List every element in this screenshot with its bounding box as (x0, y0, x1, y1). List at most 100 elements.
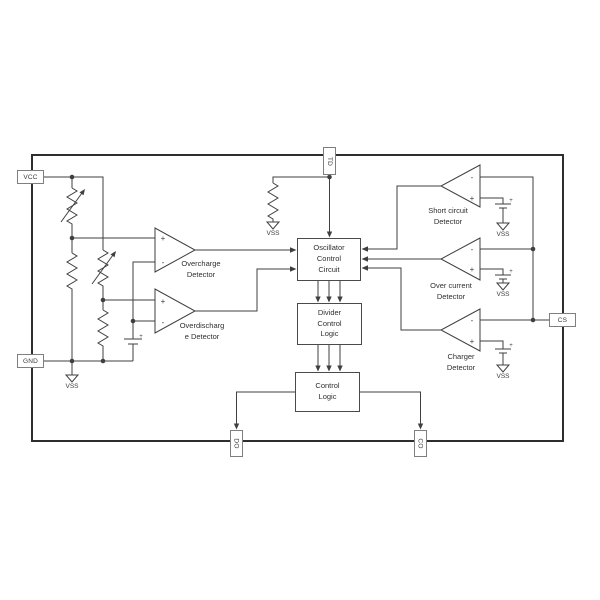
ground-symbol-td (265, 221, 281, 230)
wire-control-to-do (236, 391, 295, 424)
short-circuit-detector-label: Short circuit Detector (428, 206, 468, 226)
logic-chain-arrows (315, 281, 343, 372)
arrow-osc-divider-2 (326, 296, 332, 303)
charger-plus-sign: + (470, 337, 475, 346)
overcharge-detector-label: Overcharge Detector (181, 259, 221, 279)
opamp-short-circuit: - + (361, 164, 511, 252)
arrow-do (233, 423, 240, 430)
control-logic-block: Control Logic (295, 372, 360, 412)
junction-dot (130, 318, 136, 324)
charger-detector-label: Charger Detector (446, 352, 476, 372)
resistor-variable-1 (66, 187, 78, 238)
battery-plus-signs: + + + + (139, 198, 513, 349)
arrow-osc-divider-3 (337, 296, 343, 303)
pin-co: CO (414, 430, 427, 457)
wire-vcc-rail (44, 176, 104, 250)
divider-control-logic-block: Divider Control Logic (297, 303, 362, 345)
arrow-over-current-out (361, 256, 368, 262)
overdischarge-opamp-triangle (154, 288, 197, 334)
battery-reference-over-current (480, 268, 511, 283)
resistor-td (267, 182, 279, 222)
wire-short-circuit-out (367, 185, 441, 250)
ground-symbol-over-current (495, 282, 511, 291)
junction-dot (530, 317, 536, 323)
vss-label-short-circuit: VSS (496, 231, 510, 238)
opamp-overdischarge: + - (154, 266, 297, 334)
junction-dot (327, 174, 332, 180)
pin-cs-label: CS (557, 316, 568, 324)
pin-td: TD (323, 147, 336, 175)
charger-opamp-triangle (439, 308, 481, 352)
arrow-td-down (326, 231, 333, 238)
battery-plus-charger: + (509, 343, 513, 349)
oscillator-control-circuit-block: Oscillator Control Circuit (297, 238, 361, 281)
battery-reference-charger (480, 340, 511, 365)
td-network (265, 175, 333, 238)
resistor-1-arrow (60, 192, 83, 223)
cs-sense-network (480, 176, 549, 321)
chip-border (31, 154, 564, 442)
overcharge-opamp-triangle (154, 227, 197, 273)
arrow-divider-control-3 (337, 365, 343, 372)
resistor-2-arrowhead (110, 251, 116, 258)
opamp-over-current: - + (361, 237, 511, 291)
voltage-divider-network (44, 176, 155, 383)
pin-vcc-label: VCC (23, 173, 38, 181)
resistor-fixed-1 (66, 238, 78, 361)
overdischarge-detector-label: Overdischarg e Detector (179, 321, 225, 341)
pin-vcc: VCC (17, 170, 44, 184)
ground-symbol-left (64, 374, 80, 383)
resistor-fixed-2 (97, 300, 109, 361)
vss-label-over-current: VSS (496, 291, 510, 298)
junction-dot (69, 174, 75, 180)
ground-symbol-short-circuit (495, 222, 511, 231)
pin-gnd-label: GND (22, 357, 39, 365)
vss-label-charger: VSS (496, 373, 510, 380)
arrow-divider-control-2 (326, 365, 332, 372)
opamp-overcharge: + - (154, 227, 297, 273)
wire-cs-vertical (480, 176, 534, 320)
resistor-2-arrow (91, 254, 114, 285)
wires-osc-to-divider (317, 281, 341, 297)
over-current-opamp-triangle (439, 237, 481, 281)
junction-dot (69, 235, 75, 241)
junction-dot (100, 297, 106, 303)
battery-reference-left (124, 321, 142, 361)
wire-control-to-co (360, 391, 421, 424)
arrow-overcharge-out (290, 247, 297, 253)
wire-td-branch (272, 176, 330, 183)
pin-co-label: CO (417, 438, 424, 449)
junction-dots (69, 174, 536, 364)
battery-plus-left: + (139, 334, 143, 340)
overcharge-plus-sign: + (161, 234, 166, 243)
resistor-1-arrowhead (79, 189, 85, 196)
over-current-minus-sign: - (471, 245, 474, 254)
wire-overdischarge-out (195, 268, 290, 312)
overdischarge-minus-sign: - (162, 318, 165, 327)
junction-dot (100, 358, 106, 364)
arrow-osc-divider-1 (315, 296, 321, 303)
junction-dot (69, 358, 75, 364)
arrow-short-circuit-out (361, 246, 368, 252)
vss-label-left: VSS (65, 383, 79, 390)
arrow-charger-out (361, 265, 368, 271)
overdischarge-plus-sign: + (161, 297, 166, 306)
pin-cs: CS (549, 313, 576, 327)
pin-do: DO (230, 430, 243, 457)
over-current-plus-sign: + (470, 265, 475, 274)
wire-opamp-minus-node (132, 261, 155, 322)
opamp-charger: - + (361, 265, 511, 373)
arrow-divider-control-1 (315, 365, 321, 372)
short-circuit-minus-sign: - (471, 173, 474, 182)
wires-divider-to-control (317, 345, 341, 366)
short-circuit-opamp-triangle (439, 164, 481, 208)
battery-plus-short-circuit: + (509, 198, 513, 204)
pin-do-label: DO (233, 438, 240, 449)
ground-symbol-charger (495, 364, 511, 373)
battery-reference-short-circuit (480, 197, 511, 223)
control-logic-outputs (233, 391, 424, 430)
arrow-overdischarge-out (290, 266, 297, 272)
resistor-variable-2 (97, 249, 109, 300)
